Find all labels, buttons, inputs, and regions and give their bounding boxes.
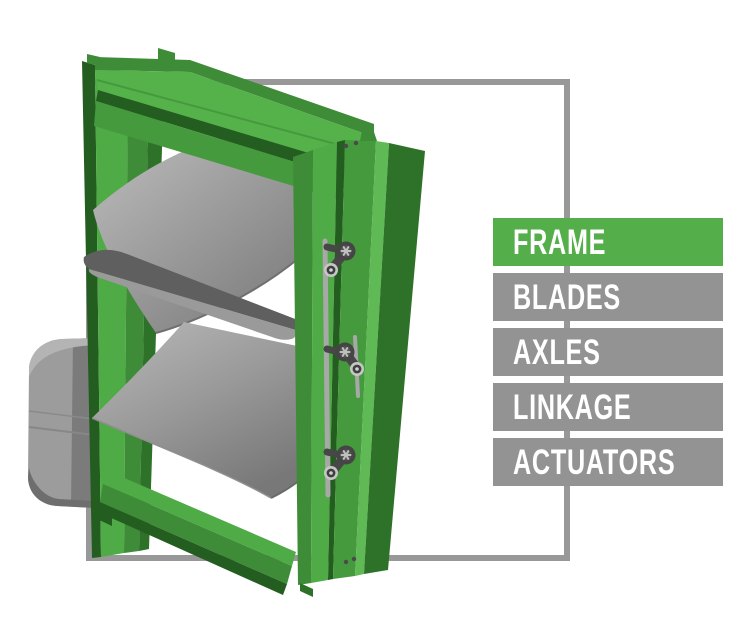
frame-bottom-rail xyxy=(95,470,296,595)
menu-item-linkage[interactable]: LINKAGE xyxy=(493,383,723,431)
menu-item-blades[interactable]: BLADES xyxy=(493,273,723,321)
menu-item-label: BLADES xyxy=(513,277,621,317)
blade-middle xyxy=(83,249,304,340)
menu-item-label: LINKAGE xyxy=(513,387,632,427)
frame-top-rail xyxy=(94,48,374,200)
menu-item-label: FRAME xyxy=(513,222,607,262)
menu-item-actuators[interactable]: ACTUATORS xyxy=(493,438,723,486)
frame-right-rail xyxy=(293,127,425,597)
menu-item-label: AXLES xyxy=(513,332,601,372)
menu-item-label: ACTUATORS xyxy=(513,442,676,482)
linkage-hardware xyxy=(322,238,364,498)
actuator-shape xyxy=(28,338,95,508)
menu-item-frame[interactable]: FRAME xyxy=(493,218,723,266)
linkage-rod xyxy=(322,238,331,498)
linkage-crank-bottom xyxy=(323,444,357,480)
component-menu: FRAME BLADES AXLES LINKAGE ACTUATORS xyxy=(493,218,723,486)
menu-item-axles[interactable]: AXLES xyxy=(493,328,723,376)
linkage-crank-top xyxy=(323,240,357,277)
linkage-crank-middle xyxy=(323,335,364,398)
